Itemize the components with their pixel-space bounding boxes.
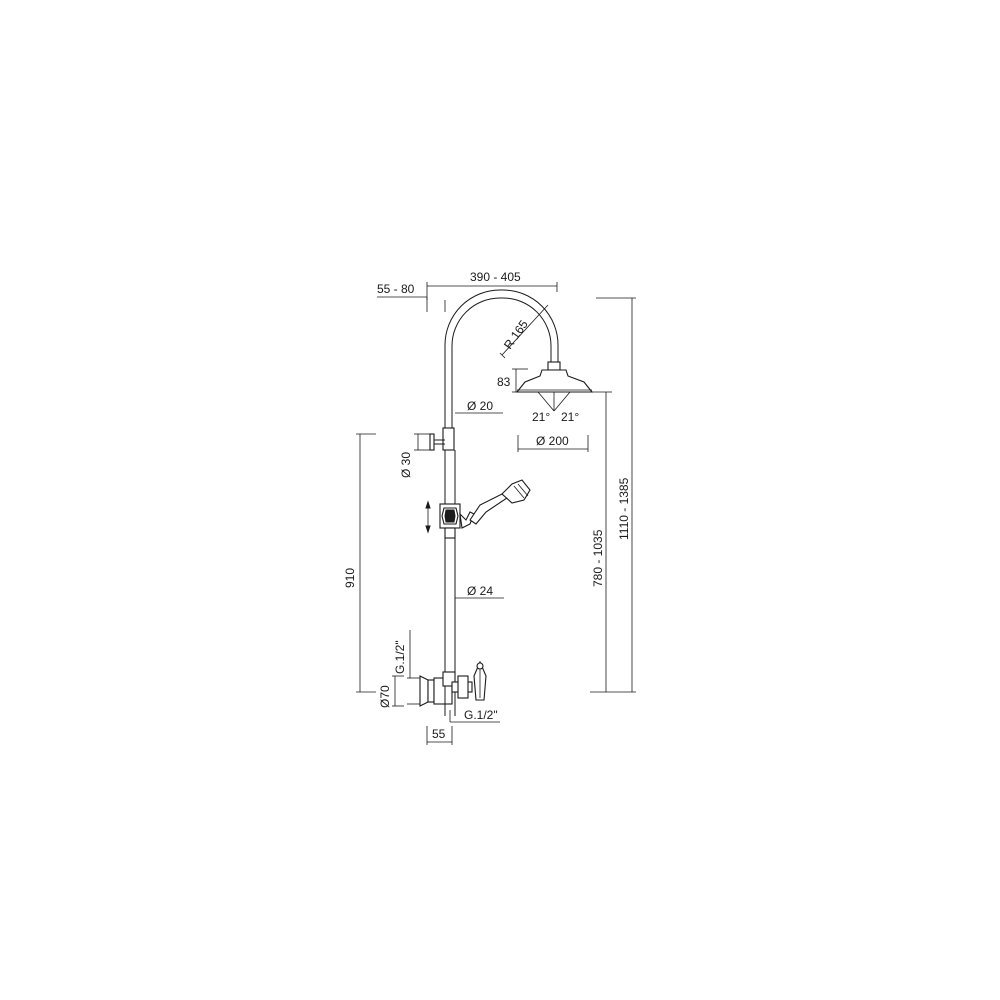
- dimension-labels: 390 - 405 55 - 80 R 165 83 21° 21° Ø 20 …: [343, 270, 631, 741]
- dim-radius: R 165: [501, 317, 531, 352]
- dim-head-diameter: Ø 200: [536, 434, 569, 448]
- dim-height-range-1: 780 - 1035: [591, 529, 605, 587]
- dim-top-offset: 55 - 80: [377, 282, 415, 296]
- dim-top-width: 390 - 405: [470, 270, 521, 284]
- shower-head: [515, 361, 594, 412]
- hand-shower: [469, 479, 531, 525]
- dim-bracket: Ø 30: [399, 452, 413, 478]
- dim-height-range-2: 1110 - 1385: [617, 477, 631, 540]
- mixer-valve: [419, 660, 487, 716]
- dim-inlet-bottom: G.1/2": [464, 708, 498, 722]
- pipe-connector: [442, 427, 455, 451]
- dim-head-height: 83: [497, 375, 511, 389]
- shower-column-outline: [419, 289, 594, 716]
- dim-angle-left: 21°: [532, 410, 550, 424]
- dim-total-height-left: 910: [343, 568, 357, 588]
- riser-pipe-inner: [451, 297, 552, 430]
- dim-angle-right: 21°: [561, 410, 579, 424]
- handshower-holder: [439, 503, 475, 539]
- wall-bracket: [429, 433, 445, 451]
- dim-upper-pipe: Ø 20: [467, 399, 493, 413]
- dim-depth: 55: [432, 727, 446, 741]
- dim-flange: Ø70: [378, 685, 392, 708]
- dimension-lines: [356, 282, 636, 745]
- dim-inlet-left: G.1/2": [393, 640, 407, 674]
- riser-pipe-outer: [444, 289, 559, 430]
- dim-lower-pipe: Ø 24: [467, 584, 493, 598]
